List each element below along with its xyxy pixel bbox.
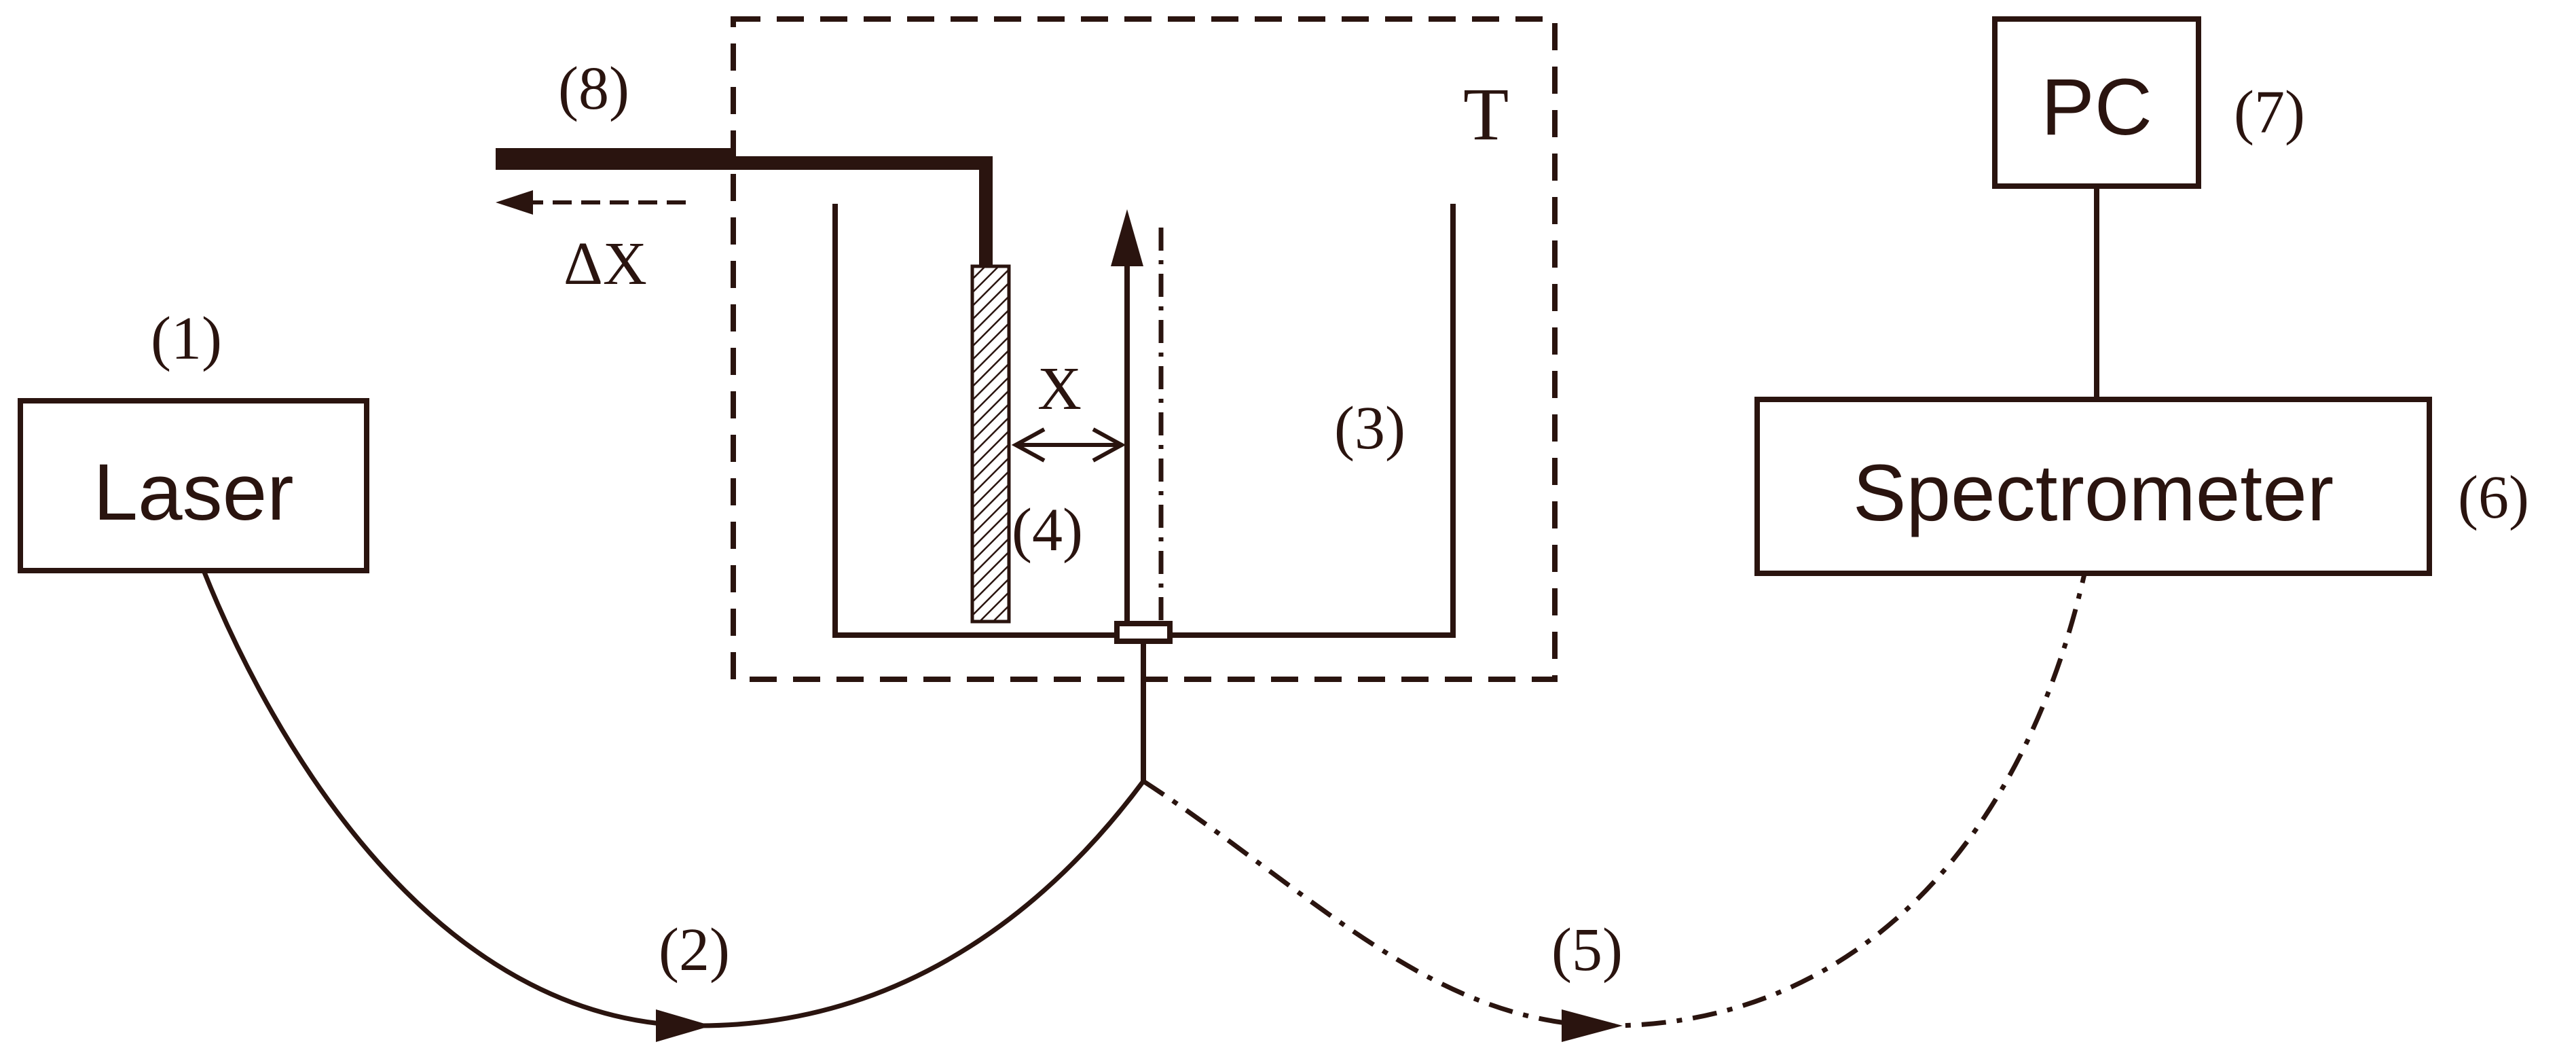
light-beam-arrowhead [1111,209,1143,266]
delta-x-label: ΔX [564,230,647,298]
stage-number-label: (8) [558,55,629,122]
fiber-in-number-label: (2) [659,916,730,984]
pc-number-label: (7) [2234,79,2305,146]
spectrometer-box [1754,397,2432,576]
distance-x-arrowhead-left [1011,427,1046,463]
pc-box-label: PC [2041,62,2152,152]
laser-box [18,398,369,573]
laser-box-label: Laser [93,448,293,537]
collection-fiber-arrowhead [1562,1009,1623,1042]
distance-x-arrowhead-right [1092,427,1126,463]
sample-plate [970,264,1011,624]
collection-fiber [1142,573,2087,1028]
vessel-wall [832,204,1456,638]
fiber-out-number-label: (5) [1551,916,1623,984]
excitation-fiber-arrowhead [656,1009,712,1042]
vessel-number-label: (3) [1334,395,1405,462]
sample-number-label: (4) [1012,497,1083,564]
laser-number-label: (1) [151,305,222,372]
spectrometer-number-label: (6) [2458,464,2529,531]
spectrometer-box-label: Spectrometer [1853,448,2334,538]
fiber-probe-tip [1114,621,1173,644]
delta-x-arrowhead [496,190,533,215]
temperature-label: T [1463,73,1509,156]
distance-x-label: X [1037,355,1082,423]
thermostat-enclosure [731,16,1558,682]
pc-box [1992,16,2201,189]
